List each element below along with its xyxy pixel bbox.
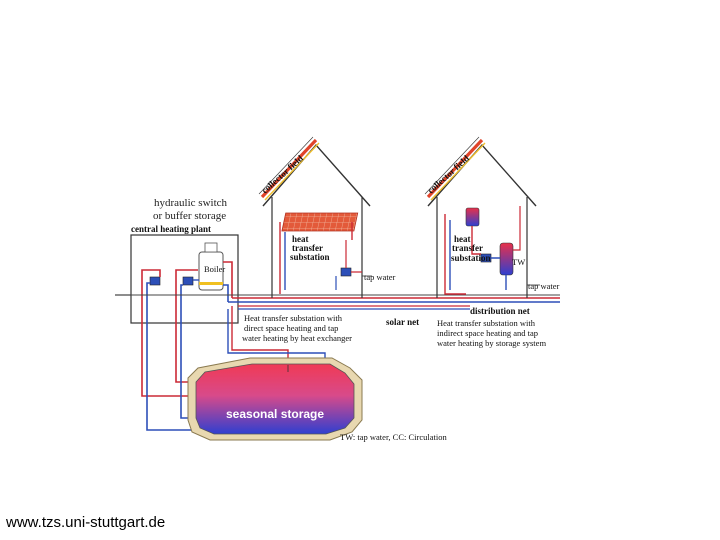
central-heating-plant: Boiler: [115, 234, 239, 330]
house-indirect-heating: collector field TW heat transfer substat…: [424, 136, 560, 298]
indirect-description-3: water heating by storage system: [437, 338, 546, 348]
tap-water-label-1: tap water: [364, 272, 396, 282]
central-heating-plant-label: central heating plant: [131, 224, 211, 234]
direct-description-1: Heat transfer substation with: [244, 313, 343, 323]
heat-exchanger-icon: [340, 267, 352, 277]
distribution-net-label: distribution net: [470, 306, 530, 316]
boiler: Boiler: [198, 242, 225, 291]
indirect-description-1: Heat transfer substation with: [437, 318, 536, 328]
pump-icon: [182, 276, 194, 286]
substation-label-2a: heat: [454, 234, 471, 244]
buffer-storage-label: or buffer storage: [153, 210, 226, 222]
tw-label: TW: [512, 257, 525, 267]
tap-water-label-2: tap water: [528, 281, 560, 291]
boiler-label: Boiler: [204, 264, 225, 274]
radiator-panel: [281, 212, 359, 232]
source-url: www.tzs.uni-stuttgart.de: [6, 514, 166, 531]
collector-field-1: collector field: [258, 136, 320, 201]
solar-net-label: solar net: [386, 317, 419, 327]
collector-field-label-1: collector field: [260, 153, 305, 195]
storage-connection-pipes: [141, 306, 326, 431]
legend-note: TW: tap water, CC: Circulation: [340, 432, 447, 442]
distribution-net-pipes: [115, 294, 560, 310]
pump-icon: [149, 276, 161, 286]
collector-field-label-2: collector field: [426, 153, 471, 195]
seasonal-storage-label: seasonal storage: [226, 407, 324, 421]
hydraulic-switch-label: hydraulic switch: [154, 197, 228, 209]
direct-description-2: direct space heating and tap: [244, 323, 338, 333]
seasonal-storage-tank: seasonal storage: [187, 357, 363, 441]
substation-label-1a: heat: [292, 234, 309, 244]
substation-label-1b: transfer: [292, 243, 323, 253]
space-heating-storage: [465, 207, 480, 227]
indirect-description-2: indirect space heating and tap: [437, 328, 538, 338]
collector-field-2: collector field: [424, 136, 486, 201]
substation-label-2b: transfer: [452, 243, 483, 253]
direct-description-3: water heating by heat exchanger: [242, 333, 352, 343]
substation-label-1c: substation: [290, 252, 330, 262]
substation-label-2c: substation: [451, 253, 491, 263]
house-direct-heating: collector field heat transfer substation…: [258, 136, 396, 298]
